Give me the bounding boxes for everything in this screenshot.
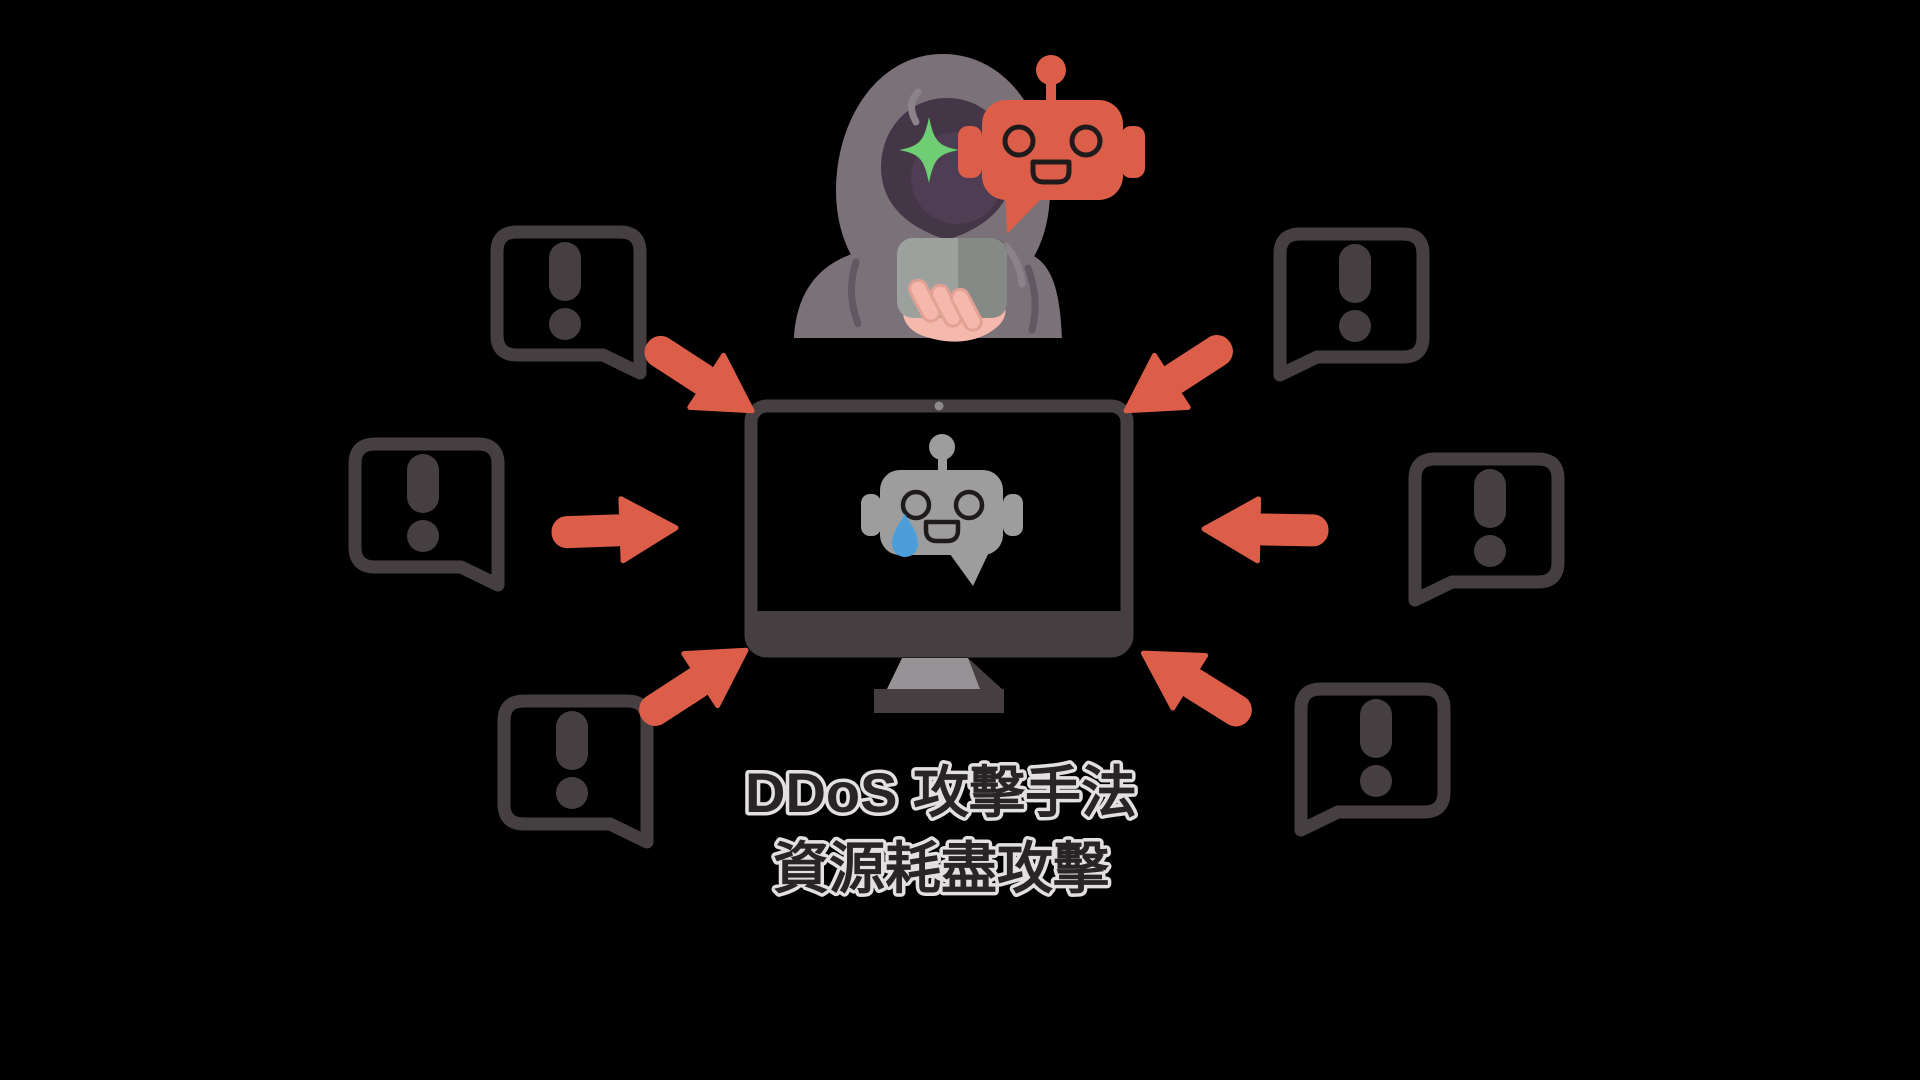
sad-chatbot-gray-icon bbox=[861, 434, 1023, 586]
hoodie-crease-left bbox=[847, 258, 862, 328]
tear-drop-icon bbox=[892, 514, 918, 557]
gray-bot-mouth bbox=[923, 519, 961, 544]
red-bot-eye-right bbox=[1069, 124, 1103, 158]
red-bot-mouth bbox=[1030, 159, 1072, 185]
red-bot-antenna-stem bbox=[1046, 84, 1056, 104]
gray-bot-bubble-tail bbox=[947, 550, 990, 586]
webcam-icon bbox=[934, 401, 944, 411]
monitor-stand-base bbox=[874, 689, 1004, 713]
gray-bot-antenna-ball bbox=[929, 434, 955, 460]
gray-bot-ear-left bbox=[861, 494, 881, 536]
red-bot-ear-right bbox=[1121, 126, 1145, 178]
red-bot-antenna-ball bbox=[1036, 55, 1066, 85]
gray-bot-eye-left bbox=[900, 489, 932, 521]
laptop-icon bbox=[897, 238, 1007, 342]
gray-bot-antenna-stem bbox=[938, 458, 947, 474]
caption-line2: 資源耗盡攻擊 bbox=[773, 837, 1110, 900]
hood-highlight bbox=[908, 88, 922, 126]
red-bot-eye-left bbox=[1002, 124, 1036, 158]
chatbot-red-icon bbox=[958, 55, 1145, 234]
hoodie-highlight-right bbox=[1002, 242, 1026, 288]
hoodie-crease-right bbox=[1024, 264, 1039, 334]
attack-arrow-icon bbox=[1127, 627, 1263, 744]
red-bot-ear-left bbox=[958, 126, 982, 178]
red-bot-bubble-tail bbox=[1005, 194, 1046, 234]
alert-speech-bubble-icon bbox=[1415, 459, 1558, 600]
attack-arrow-icon bbox=[1203, 498, 1326, 562]
monitor-stand-shadow bbox=[968, 658, 1002, 689]
alert-speech-bubble-icon bbox=[497, 232, 640, 373]
hacker-fingers bbox=[908, 278, 983, 332]
attack-arrow-icon bbox=[553, 497, 677, 563]
alert-speech-bubble-icon bbox=[1280, 234, 1423, 375]
monitor-chin bbox=[751, 611, 1127, 650]
alert-speech-bubble-icon bbox=[504, 701, 647, 842]
monitor-stand-neck bbox=[887, 658, 984, 689]
monitor-icon bbox=[744, 399, 1134, 713]
sparkle-icon bbox=[899, 117, 959, 183]
gray-bot-eye-right bbox=[953, 489, 985, 521]
red-bot-head bbox=[982, 100, 1123, 200]
alert-speech-bubble-icon bbox=[355, 444, 498, 585]
alert-speech-bubble-icon bbox=[1301, 689, 1444, 830]
caption-line1: DDoS 攻擊手法 bbox=[745, 761, 1137, 824]
gray-bot-ear-right bbox=[1003, 494, 1023, 536]
